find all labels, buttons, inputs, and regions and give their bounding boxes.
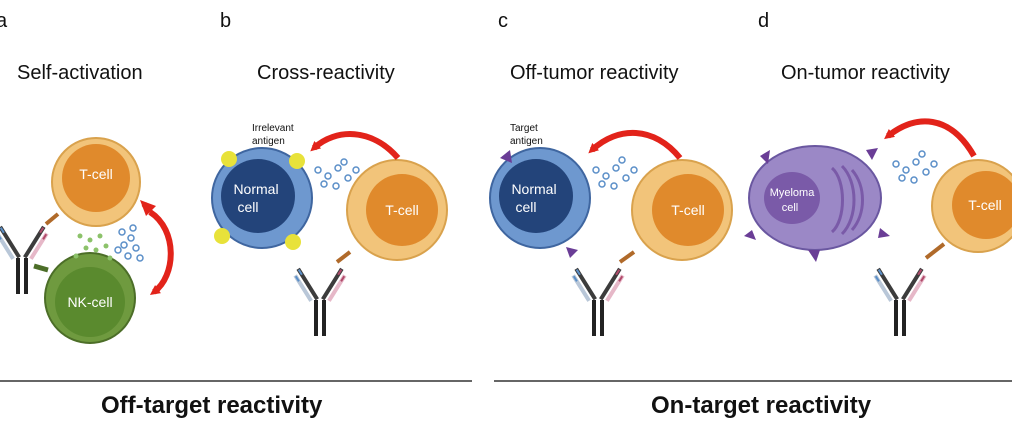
- t-cell-d: T-cell: [931, 159, 1012, 253]
- panel-a-diagram: T-cell NK-cell: [0, 137, 174, 344]
- panel-a-title: Self-activation: [17, 62, 143, 84]
- normal-cell-b: Normal cell: [211, 147, 313, 250]
- bispecific-antibody-icon: [0, 225, 51, 294]
- t-cell-b: T-cell: [346, 159, 448, 261]
- panel-a-letter: a: [0, 10, 8, 32]
- myeloma-cell-label-1: Myeloma: [770, 187, 816, 199]
- antigen-purple-icon: [566, 247, 578, 258]
- t-cell-c-label: T-cell: [671, 202, 704, 218]
- normal-cell-c: Normal cell: [489, 147, 591, 258]
- target-antigen-label-1: Target: [510, 123, 538, 134]
- panel-c-diagram: Normal cell Target antigen T-cell: [489, 123, 733, 336]
- curved-arrow-icon: [884, 118, 977, 158]
- normal-cell-b-label-2: cell: [237, 199, 258, 215]
- t-cell-b-label: T-cell: [385, 202, 418, 218]
- myeloma-cell-label-2: cell: [782, 202, 799, 214]
- panel-b-title: Cross-reactivity: [257, 62, 395, 84]
- bispecific-antibody-icon: [569, 267, 627, 336]
- cytokine-dots-icon: [114, 224, 144, 262]
- curved-arrow-icon: [310, 131, 401, 161]
- t-cell-c: T-cell: [631, 159, 733, 261]
- bispecific-antibody-icon: [871, 267, 929, 336]
- panel-b-diagram: Normal cell Irrelevant antigen T-cell: [211, 123, 448, 336]
- panel-d-diagram: Myeloma cell T-cell: [744, 118, 1012, 336]
- curved-arrow-icon: [140, 200, 174, 295]
- t-cell-a: T-cell: [51, 137, 141, 227]
- panel-d-letter: d: [758, 10, 770, 32]
- antigen-yellow-icon: [221, 151, 237, 167]
- normal-cell-b-label-1: Normal: [233, 181, 278, 197]
- nk-cell-label: NK-cell: [67, 294, 112, 310]
- normal-cell-c-label-2: cell: [515, 199, 536, 215]
- off-target-heading: Off-target reactivity: [101, 392, 323, 419]
- target-antigen-label-2: antigen: [510, 136, 543, 147]
- irrelevant-antigen-label-2: antigen: [252, 136, 285, 147]
- myeloma-cell: Myeloma cell: [744, 145, 890, 262]
- panel-c-title: Off-tumor reactivity: [510, 62, 679, 84]
- bispecific-antibody-icon: [291, 267, 349, 336]
- nk-cell: NK-cell: [44, 252, 136, 344]
- t-cell-d-label: T-cell: [968, 197, 1001, 213]
- panel-d-title: On-tumor reactivity: [781, 62, 950, 84]
- panel-b-letter: b: [220, 10, 232, 32]
- t-cell-a-label: T-cell: [79, 166, 112, 182]
- normal-cell-c-label-1: Normal: [511, 181, 556, 197]
- curved-arrow-icon: [588, 129, 683, 160]
- on-target-heading: On-target reactivity: [651, 392, 872, 419]
- irrelevant-antigen-label-1: Irrelevant: [252, 123, 294, 134]
- panel-c-letter: c: [498, 10, 508, 32]
